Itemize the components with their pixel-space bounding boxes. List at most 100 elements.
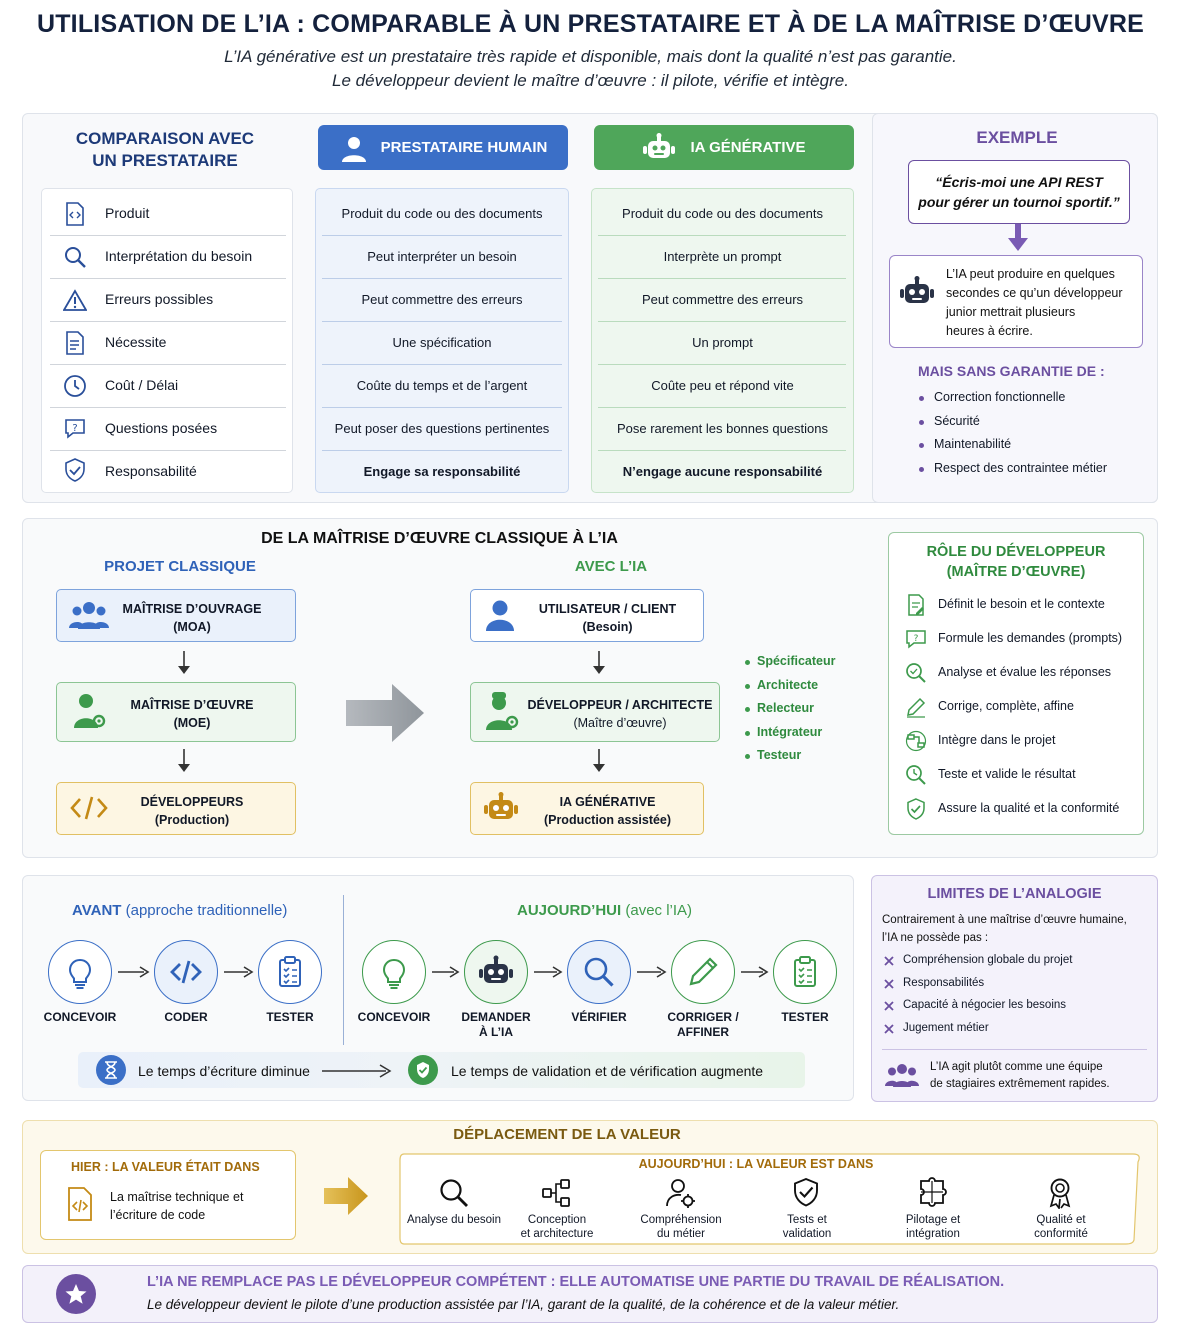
pencil-icon [671,940,735,1004]
star-icon [56,1274,96,1314]
ai-cell: Un prompt [692,335,753,350]
clipboard-icon [258,940,322,1004]
shield-check-icon [790,1176,824,1210]
role-item: Formule les demandes (prompts) [938,631,1123,645]
ai-column [591,188,854,493]
comparison-heading: COMPARAISON AVEC UN PRESTATAIRE [42,128,288,172]
ai-output-line-2: secondes ce qu’un développeur [946,286,1123,300]
row-divider [50,278,286,279]
developer-role-heading: RÔLE DU DÉVELOPPEUR (MAÎTRE D’ŒUVRE) [888,542,1144,582]
chat-icon: ? [904,627,928,651]
example-quote: “Écris-moi une API REST pour gérer un to… [908,160,1130,224]
moe-line-2: (MOE) [173,716,211,730]
dev-role-item: Intégrateur [757,724,823,739]
role-heading-line-1: RÔLE DU DÉVELOPPEUR [926,544,1106,560]
value-item-label: Compréhension du métier [640,1214,722,1240]
dev-role-item: Spécificateur [757,654,836,668]
ai-cell: Pose rarement les bonnes questions [616,421,828,436]
classic-project-heading: PROJET CLASSIQUE [104,558,256,575]
limits-intro-line-2: l’IA ne possède pas : [882,932,989,944]
limits-divider [882,1049,1147,1050]
user-line-1: UTILISATEUR / CLIENT [538,602,677,616]
criteria-label: Coût / Délai [105,377,179,393]
moe-heading: DE LA MAÎTRISE D’ŒUVRE CLASSIQUE À L’IA [261,530,618,547]
moa-label: MAÎTRISE D’OUVRAGE (MOA) [112,600,272,636]
row-divider [322,278,562,279]
step-label: TESTER [781,1010,829,1024]
row-divider [598,407,846,408]
moe-label: MAÎTRISE D’ŒUVRE (MOE) [112,696,272,732]
limits-heading: LIMITES DE L’ANALOGIE [927,886,1102,902]
human-provider-header: PRESTATAIRE HUMAIN [318,125,568,170]
yesterday-line-1: La maîtrise technique et [110,1190,244,1204]
step-label: CONCEVOIR [357,1010,431,1024]
arrow-right-icon [635,964,667,980]
quote-line-2: pour gérer un tournoi sportif.” [918,194,1120,210]
arrow-down-icon [590,748,608,774]
moa-line-1: MAÎTRISE D’OUVRAGE [122,602,262,616]
bullet-dot [919,443,924,448]
clock-icon [62,373,88,399]
dev-role-item: Relecteur [757,701,814,715]
step-label: VÉRIFIER [571,1010,627,1024]
footer-headline: L’IA NE REMPLACE PAS LE DÉVELOPPEUR COMP… [147,1274,1005,1290]
architecture-icon [540,1176,574,1210]
today-heading-sub: (avec l’IA) [625,902,693,919]
before-heading-sub: (approche traditionnelle) [125,902,288,919]
row-divider [598,321,846,322]
bullet-dot [919,466,924,472]
human-column [315,188,569,493]
row-divider [322,407,562,408]
comparison-heading-line-1: COMPARAISON AVEC [75,129,255,148]
example-heading: EXEMPLE [976,128,1058,147]
ai-output-line-3: junior mettrait plusieurs [946,305,1076,319]
criteria-label: Produit [105,205,150,221]
arrow-right-icon [116,964,150,980]
big-arrow-right-icon [344,682,426,744]
magnifier-icon [567,940,631,1004]
moe-line-1: MAÎTRISE D’ŒUVRE [130,698,254,712]
ai-cell: Produit du code ou des documents [622,206,823,221]
step-label: CONCEVOIR [43,1010,117,1024]
code-icon [154,940,218,1004]
role-item: Assure la qualité et la conformité [938,801,1120,815]
role-item: Intègre dans le projet [938,733,1056,747]
dev-role-item: Testeur [757,748,802,762]
row-divider [322,450,562,451]
architect-line-1: DÉVELOPPEUR / ARCHITECTE [527,698,713,712]
bullet-dot [745,660,750,665]
ai-provider-header: IA GÉNÉRATIVE [594,125,854,170]
robot-icon [464,940,528,1004]
ai-cell: N’engage aucune responsabilité [622,464,823,479]
role-item: Analyse et évalue les réponses [938,665,1112,679]
yesterday-heading: HIER : LA VALEUR ÉTAIT DANS [71,1160,260,1174]
row-divider [50,321,286,322]
role-heading-line-2: (MAÎTRE D’ŒUVRE) [946,564,1086,580]
human-cell: Produit du code ou des documents [341,206,543,221]
human-cell: Coûte du temps et de l’argent [356,378,528,393]
user-gear-icon [664,1176,698,1210]
architect-line-2: (Maître d’œuvre) [573,716,667,730]
arrow-right-icon [430,964,460,980]
bullet-dot [745,754,750,759]
human-cell: Peut commettre des erreurs [361,292,523,307]
today-heading-main: AUJOURD’HUI [517,902,622,919]
document-edit-icon [904,593,928,617]
ai-output-text: L’IA peut produire en quelques secondes … [946,265,1140,341]
time-bar [78,1052,805,1088]
developers-label: DÉVELOPPEURS (Production) [112,793,272,829]
guarantee-item: Sécurité [934,413,980,428]
gold-arrow-right-icon [322,1175,370,1217]
step-label: CODER [164,1010,208,1024]
criteria-label: Interprétation du besoin [105,248,253,264]
limits-intro: Contrairement à une maîtrise d’œuvre hum… [882,911,1152,947]
moe-box [56,682,296,742]
value-item-label: Qualité et conformité [1034,1214,1088,1240]
developers-box [56,782,296,835]
code-brackets-icon [68,793,110,823]
shield-icon [62,457,88,483]
arrow-down-icon [175,748,193,774]
engineer-icon [482,690,520,732]
developer-architect-box [470,682,720,742]
ai-output-line-1: L’IA peut produire en quelques [946,267,1115,281]
